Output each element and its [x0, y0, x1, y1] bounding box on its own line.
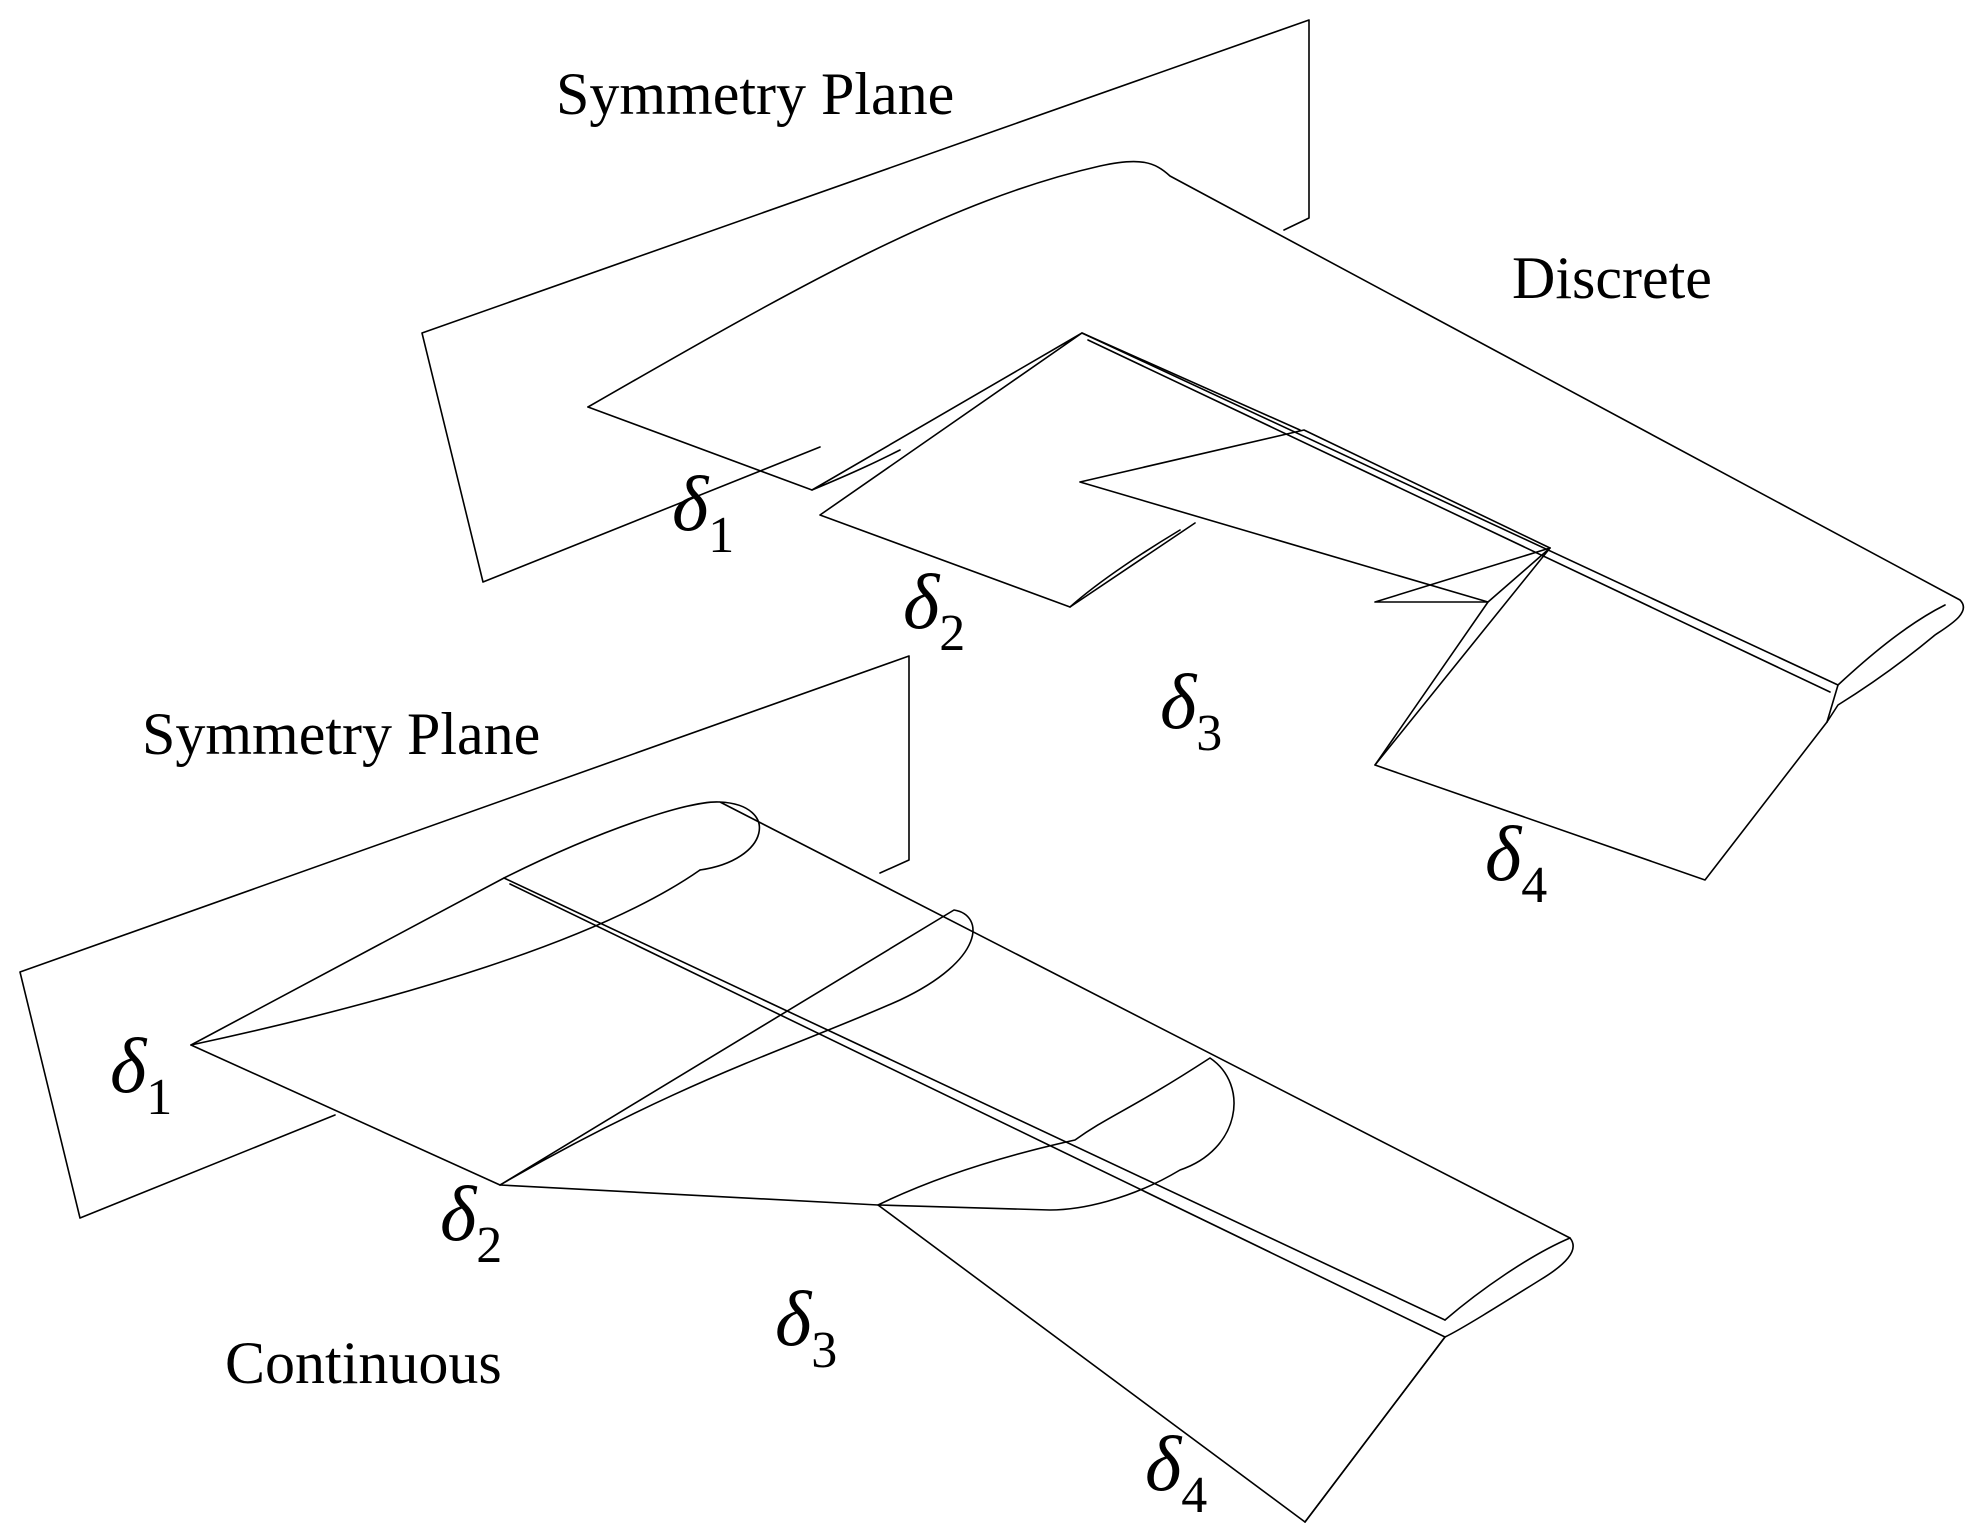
continuous-tip-airfoil — [1304, 1237, 1571, 1523]
discrete-flap-3 — [1374, 547, 1551, 766]
continuous-delta-3: δ3 — [775, 1275, 837, 1379]
continuous-section-2 — [499, 909, 974, 1186]
discrete-wing-group — [421, 19, 1965, 881]
continuous-mode-label: Continuous — [225, 1330, 502, 1396]
discrete-wing-outline — [587, 160, 1965, 723]
continuous-root-section — [190, 869, 701, 1186]
discrete-delta-1: δ1 — [672, 460, 734, 564]
discrete-tip-airfoil — [1826, 604, 1946, 723]
continuous-hinge-line — [503, 877, 1446, 1338]
continuous-delta-1: δ1 — [110, 1022, 172, 1126]
continuous-symmetry-plane — [19, 655, 910, 1219]
continuous-delta-4: δ4 — [1145, 1420, 1207, 1524]
continuous-wing-group — [19, 655, 1574, 1523]
discrete-delta-3: δ3 — [1160, 658, 1222, 762]
continuous-wing-outline — [190, 801, 1574, 1523]
continuous-trailing-edge — [499, 1184, 1306, 1523]
continuous-symmetry-plane-label: Symmetry Plane — [142, 701, 540, 767]
discrete-hinge-line — [1081, 332, 1839, 693]
discrete-flap-4 — [1374, 547, 1828, 881]
discrete-symmetry-plane — [421, 19, 1310, 583]
continuous-section-3 — [877, 1057, 1235, 1211]
discrete-flap-2 — [1069, 429, 1551, 608]
discrete-flap-1 — [811, 332, 1301, 608]
discrete-symmetry-plane-label: Symmetry Plane — [556, 61, 954, 127]
discrete-delta-4: δ4 — [1485, 810, 1547, 914]
discrete-root-trailing-edge — [587, 406, 813, 491]
discrete-mode-label: Discrete — [1512, 245, 1712, 311]
discrete-delta-2: δ2 — [903, 558, 965, 662]
continuous-delta-2: δ2 — [440, 1170, 502, 1274]
